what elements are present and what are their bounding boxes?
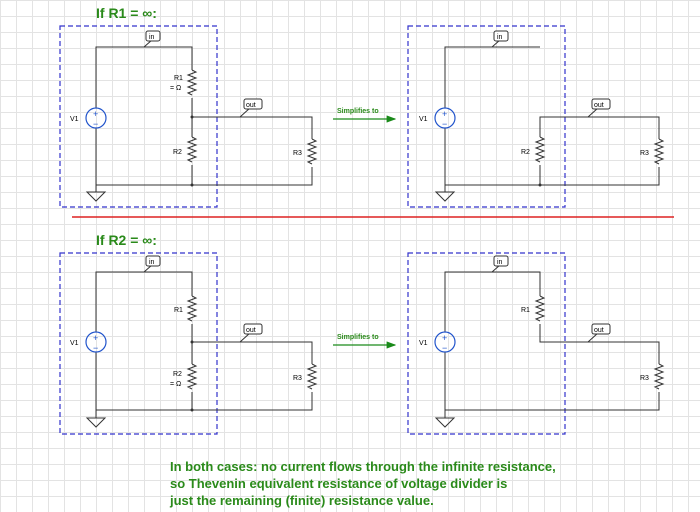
svg-text:out: out xyxy=(246,327,256,334)
label-r3: R3 xyxy=(640,150,649,157)
label-r3: R3 xyxy=(293,150,302,157)
label-r2: R2 xyxy=(173,149,182,156)
resistor-r1 xyxy=(186,295,198,322)
out-tag: out xyxy=(239,98,263,118)
voltage-source-v1: + − xyxy=(85,107,107,129)
label-v1: V1 xyxy=(70,116,79,123)
ground-icon xyxy=(85,410,107,428)
out-tag: out xyxy=(239,323,263,343)
svg-text:−: − xyxy=(442,119,447,129)
voltage-source-v1: + − xyxy=(85,331,107,353)
ground-icon xyxy=(434,410,456,428)
in-tag: in xyxy=(491,255,509,273)
svg-text:in: in xyxy=(149,34,155,41)
label-r2-value: = Ω xyxy=(170,381,181,388)
svg-text:Simplifies to: Simplifies to xyxy=(337,334,379,341)
simplifies-arrow-bottom: Simplifies to xyxy=(333,334,397,349)
heading-r2-infinite: If R2 = ∞: xyxy=(96,232,157,248)
in-tag: in xyxy=(491,30,509,48)
in-tag: in xyxy=(143,30,161,48)
svg-text:+: + xyxy=(442,109,447,119)
svg-text:+: + xyxy=(93,333,98,343)
svg-text:+: + xyxy=(93,109,98,119)
label-r1: R1 xyxy=(521,307,530,314)
simplifies-arrow-top: Simplifies to xyxy=(333,108,397,123)
label-r2: R2 xyxy=(173,371,182,378)
resistor-r1 xyxy=(186,69,198,96)
resistor-r2 xyxy=(534,136,546,163)
conclusion-line-3: just the remaining (finite) resistance v… xyxy=(170,493,434,508)
out-tag: out xyxy=(587,323,611,343)
dashed-box-top-left xyxy=(59,25,218,208)
label-r1-value: = Ω xyxy=(170,85,181,92)
resistor-r3 xyxy=(653,363,665,390)
svg-text:out: out xyxy=(594,327,604,334)
ground-icon xyxy=(434,185,456,202)
out-tag: out xyxy=(587,98,611,118)
resistor-r1 xyxy=(534,295,546,322)
label-r1: R1 xyxy=(174,75,183,82)
svg-text:+: + xyxy=(442,333,447,343)
resistor-r2 xyxy=(186,363,198,390)
label-r1: R1 xyxy=(174,307,183,314)
svg-text:−: − xyxy=(93,343,98,353)
label-r3: R3 xyxy=(293,375,302,382)
dashed-box-top-right xyxy=(407,25,566,208)
conclusion-line-1: In both cases: no current flows through … xyxy=(170,459,556,474)
in-tag: in xyxy=(143,255,161,273)
ground-icon xyxy=(85,185,107,202)
voltage-source-v1: + − xyxy=(434,331,456,353)
svg-text:out: out xyxy=(246,102,256,109)
label-v1: V1 xyxy=(419,116,428,123)
resistor-r2 xyxy=(186,136,198,163)
resistor-r3 xyxy=(653,138,665,165)
label-r2: R2 xyxy=(521,149,530,156)
circuit-bottom-left: + − in out V1 R1 R2 = Ω R3 xyxy=(59,252,318,435)
circuit-top-left: + − in out V1 R1 = Ω R2 R3 xyxy=(59,25,318,208)
svg-text:−: − xyxy=(442,343,447,353)
circuit-top-right: + − in out V1 R2 R3 xyxy=(407,25,665,208)
resistor-r3 xyxy=(306,138,318,165)
label-v1: V1 xyxy=(419,340,428,347)
label-r3: R3 xyxy=(640,375,649,382)
svg-text:out: out xyxy=(594,102,604,109)
resistor-r3 xyxy=(306,363,318,390)
dashed-box-bottom-right xyxy=(407,252,566,435)
label-v1: V1 xyxy=(70,340,79,347)
conclusion-note: In both cases: no current flows through … xyxy=(170,458,690,509)
svg-text:in: in xyxy=(497,34,503,41)
svg-text:in: in xyxy=(497,259,503,266)
dashed-box-bottom-left xyxy=(59,252,218,435)
heading-r1-infinite: If R1 = ∞: xyxy=(96,5,157,21)
svg-text:−: − xyxy=(93,119,98,129)
circuit-bottom-right: + − in out V1 R1 R3 xyxy=(407,252,665,435)
svg-text:in: in xyxy=(149,259,155,266)
voltage-source-v1: + − xyxy=(434,107,456,129)
svg-text:Simplifies to: Simplifies to xyxy=(337,108,379,115)
conclusion-line-2: so Thevenin equivalent resistance of vol… xyxy=(170,476,508,491)
